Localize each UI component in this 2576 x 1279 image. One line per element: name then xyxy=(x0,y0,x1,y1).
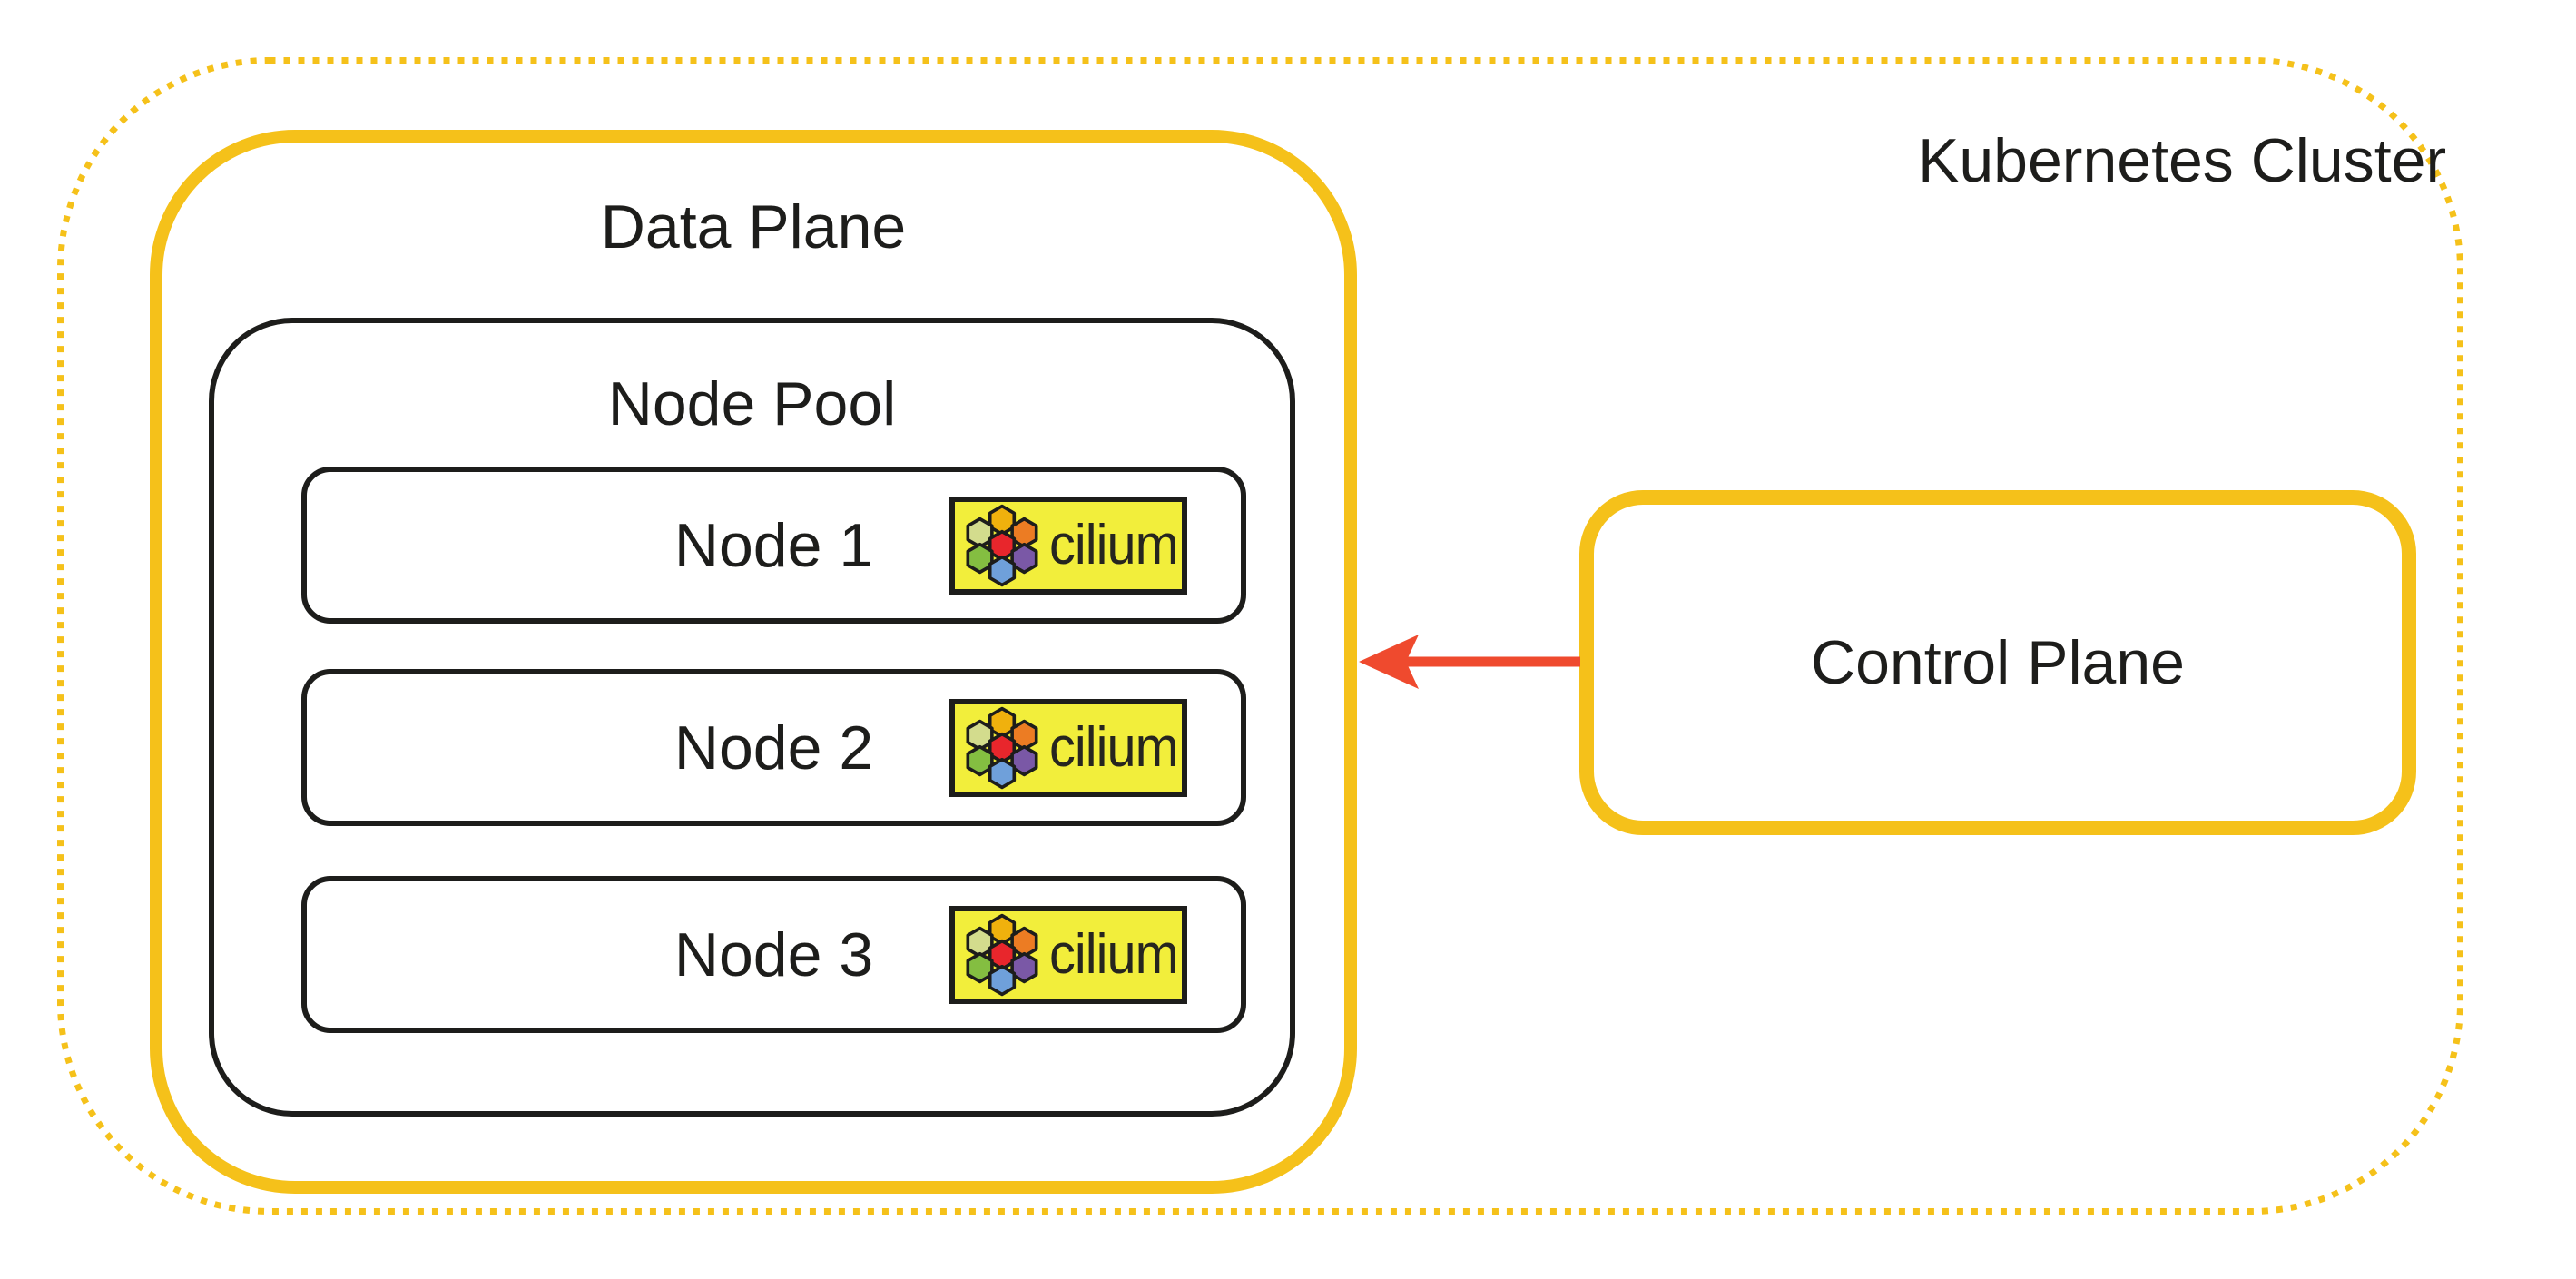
node-1-box: Node 1 cilium xyxy=(301,467,1246,624)
node-3-label: Node 3 xyxy=(673,920,874,989)
node-1-label: Node 1 xyxy=(673,510,874,580)
control-to-data-arrow xyxy=(1359,635,1580,689)
cilium-logo-icon xyxy=(964,503,1040,588)
data-plane-label: Data Plane xyxy=(600,192,907,261)
cilium-logo-icon xyxy=(964,912,1040,998)
node-2-label: Node 2 xyxy=(673,713,874,782)
control-plane-box: Control Plane xyxy=(1579,490,2416,835)
cilium-logo-icon xyxy=(964,705,1040,791)
cilium-wordmark: cilium xyxy=(1049,715,1179,779)
node-pool-label: Node Pool xyxy=(607,369,897,438)
cilium-wordmark: cilium xyxy=(1049,513,1179,576)
node-2-box: Node 2 cilium xyxy=(301,669,1246,826)
cilium-badge: cilium xyxy=(949,905,1187,1004)
kubernetes-cluster-label: Kubernetes Cluster xyxy=(1918,126,2447,195)
data-plane-box xyxy=(150,130,1357,1194)
control-plane-label: Control Plane xyxy=(1810,628,2186,697)
arrowhead-icon xyxy=(1359,635,1419,689)
cilium-wordmark: cilium xyxy=(1049,922,1179,986)
cilium-badge: cilium xyxy=(949,698,1187,797)
node-3-box: Node 3 cilium xyxy=(301,876,1246,1033)
cilium-badge: cilium xyxy=(949,496,1187,595)
node-pool-box xyxy=(209,318,1295,1117)
